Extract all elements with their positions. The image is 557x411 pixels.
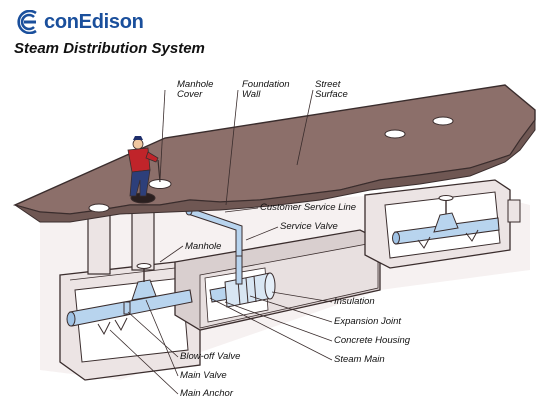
label-foundation-wall: Foundation Wall — [242, 80, 290, 100]
main-valve — [131, 263, 157, 301]
label-main-anchor: Main Anchor — [180, 388, 233, 399]
label-manhole-cover-line1: Manhole — [177, 79, 214, 90]
label-expansion-joint: Expansion Joint — [334, 316, 402, 327]
label-service-valve: Service Valve — [280, 221, 338, 232]
label-main-valve: Main Valve — [180, 370, 227, 381]
label-blowoff-valve: Blow-off Valve — [180, 351, 241, 362]
label-street-surface-line1: Street — [315, 79, 341, 90]
diagram-title: Steam Distribution System — [14, 40, 205, 57]
label-manhole: Manhole — [185, 241, 222, 252]
manhole-shaft — [87, 199, 155, 275]
label-manhole-cover: Manhole Cover — [177, 80, 213, 100]
label-foundation-wall-line1: Foundation — [242, 79, 290, 90]
label-foundation-wall-line2: Wall — [242, 89, 261, 100]
label-street-surface: Street Surface — [315, 80, 348, 100]
label-manhole-cover-line2: Cover — [177, 89, 203, 100]
leader-lines — [109, 89, 333, 395]
blowoff-valve — [123, 301, 131, 315]
brand: conEdison — [14, 10, 144, 34]
label-insulation: Insulation — [334, 296, 375, 307]
street-edge — [14, 118, 536, 223]
label-customer-service-line: Customer Service Line — [260, 202, 357, 213]
main-anchor — [97, 229, 479, 336]
label-steam-main: Steam Main — [334, 354, 385, 365]
label-street-surface-line2: Surface — [315, 89, 348, 100]
worker-figure-icon — [127, 136, 161, 197]
label-concrete-housing: Concrete Housing — [334, 335, 411, 346]
right-main-valve — [433, 195, 459, 233]
con-edison-logo-icon — [17, 10, 37, 34]
manhole-covers — [88, 116, 454, 213]
brand-name: conEdison — [44, 10, 144, 33]
